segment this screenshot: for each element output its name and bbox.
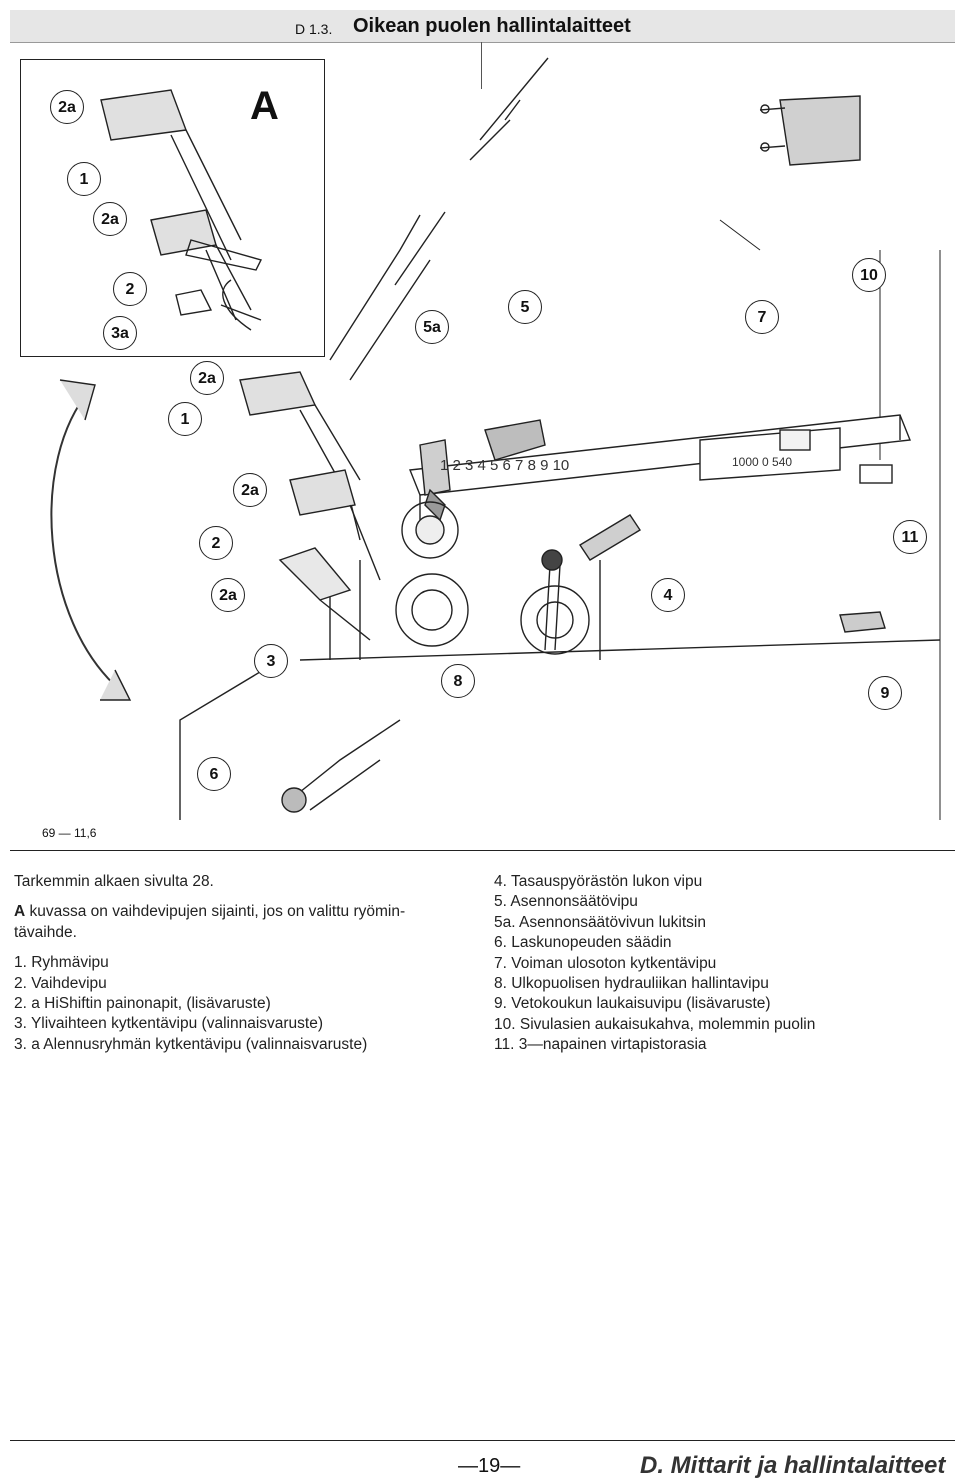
section-title: Oikean puolen hallintalaitteet [353, 15, 631, 37]
callout-2-main: 2 [199, 526, 233, 560]
controls-illustration: 1 2 3 4 5 6 7 8 9 10 1000 0 540 [50, 57, 941, 820]
callout-2a-main-low: 2a [211, 578, 245, 612]
callout-9: 9 [868, 676, 902, 710]
callout-2-inset: 2 [113, 272, 147, 306]
footer-rule [10, 1440, 955, 1441]
inset-ref-bold: A [14, 903, 26, 921]
list-item: 5a. Asennonsäätövivun lukitsin [494, 913, 706, 931]
callout-1-inset: 1 [67, 162, 101, 196]
list-item: 6. Laskunopeuden säädin [494, 934, 672, 952]
list-item: 7. Voiman ulosoton kytkentävipu [494, 954, 717, 972]
list-item: 2. Vaihdevipu [14, 974, 107, 992]
callout-2a-inset-mid: 2a [93, 202, 127, 236]
scale-text: 1000 0 540 [732, 455, 792, 469]
section-header: D 1.3. Oikean puolen hallintalaitteet [10, 10, 955, 43]
callout-2a-main-top: 2a [190, 361, 224, 395]
inset-description: A kuvassa on vaihdevipujen sijainti, jos… [14, 902, 474, 922]
list-item: 8. Ulkopuolisen hydrauliikan hallintavip… [494, 975, 769, 993]
footer-chapter-title: D. Mittarit ja hallintalaitteet [640, 1452, 946, 1479]
inset-description-cont: tävaihde. [14, 923, 77, 941]
list-item: 11. 3—napainen virtapistorasia [494, 1036, 707, 1054]
list-item: 10. Sivulasien aukaisukahva, molemmin pu… [494, 1015, 816, 1033]
list-item: 3. a Alennusryhmän kytkentävipu (valinna… [14, 1035, 368, 1053]
callout-11: 11 [893, 520, 927, 554]
callout-10: 10 [852, 258, 886, 292]
left-text-column: Tarkemmin alkaen sivulta 28. A kuvassa o… [14, 872, 474, 1055]
inset-a [20, 59, 325, 357]
intro-text: Tarkemmin alkaen sivulta 28. [14, 873, 214, 890]
callout-2a-main-mid: 2a [233, 473, 267, 507]
header-divider [481, 42, 482, 89]
callout-8: 8 [441, 664, 475, 698]
figure-code: 69 — 11,6 [42, 826, 97, 840]
dial-numbers: 1 2 3 4 5 6 7 8 9 10 [440, 457, 569, 474]
callout-6: 6 [197, 757, 231, 791]
list-item: 2. a HiShiftin painonapit, (lisävaruste) [14, 995, 271, 1013]
inset-label: A [250, 84, 279, 128]
list-item: 3. Ylivaihteen kytkentävipu (valinnaisva… [14, 1015, 324, 1033]
inset-description-text: kuvassa on vaihdevipujen sijainti, jos o… [25, 903, 406, 921]
callout-2a-inset-top: 2a [50, 90, 84, 124]
list-item: 4. Tasauspyörästön lukon vipu [494, 873, 703, 890]
inset-a-drawing [100, 89, 263, 331]
callout-5: 5 [508, 290, 542, 324]
page-number: —19— [458, 1455, 521, 1477]
figure-bottom-rule [10, 850, 955, 851]
callout-7: 7 [745, 300, 779, 334]
right-text-column: 4. Tasauspyörästön lukon vipu 5. Asennon… [494, 872, 954, 1056]
section-number: D 1.3. [295, 21, 333, 37]
callout-1-main: 1 [168, 402, 202, 436]
callout-4: 4 [651, 578, 685, 612]
list-item: 1. Ryhmävipu [14, 954, 109, 972]
callout-5a: 5a [415, 310, 449, 344]
callout-3a: 3a [103, 316, 137, 350]
list-item: 9. Vetokoukun laukaisuvipu (lisävaruste) [494, 995, 771, 1013]
callout-3: 3 [254, 644, 288, 678]
list-item: 5. Asennonsäätövipu [494, 893, 638, 911]
